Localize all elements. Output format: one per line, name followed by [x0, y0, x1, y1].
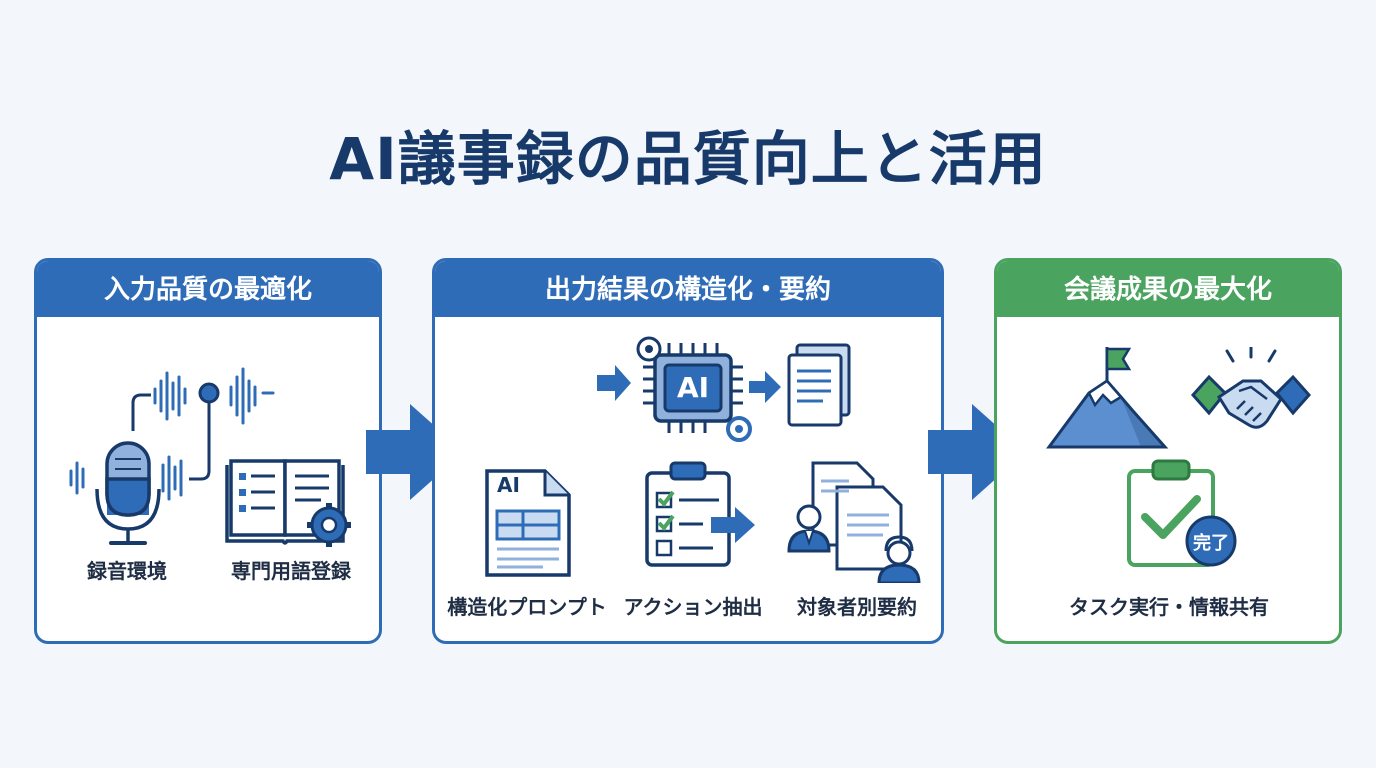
glossary-book-gear-icon: [225, 459, 351, 547]
arrow-right-icon: [928, 404, 1026, 500]
complete-badge: 完了: [1193, 533, 1229, 554]
ai-document-template-icon: [485, 469, 571, 577]
task-complete-clipboard-icon: [1127, 459, 1237, 567]
item-label: 録音環境: [87, 559, 167, 583]
item-label: 専門用語登録: [231, 559, 351, 583]
item-label: アクション抽出: [623, 595, 763, 619]
arrow-right-icon: [366, 404, 464, 500]
item-label: 構造化プロンプト: [447, 595, 607, 619]
ai-chip-label: AI: [676, 371, 710, 404]
item-label: タスク実行・情報共有: [1069, 595, 1269, 619]
panel-heading: 出力結果の構造化・要約: [435, 261, 941, 317]
panel-heading: 入力品質の最適化: [37, 261, 379, 317]
checklist-clipboard-icon: [645, 461, 755, 567]
panel-meeting-outcomes: 会議成果の最大化 完了 タスク実行・情報共有: [994, 258, 1342, 644]
item-label: 対象者別要約: [797, 595, 917, 619]
mountain-flag-icon: [1046, 347, 1169, 449]
page-title: AI議事録の品質向上と活用: [329, 125, 1047, 193]
audience-documents-icon: [787, 461, 921, 583]
handshake-icon: [1190, 347, 1312, 429]
panel-input-quality: 入力品質の最適化 録音環境: [34, 258, 382, 644]
ai-document-text: AI: [497, 473, 520, 497]
panel-output-structuring: 出力結果の構造化・要約 AI: [432, 258, 944, 644]
microphone-waveform-icon: [69, 367, 275, 545]
panel-heading: 会議成果の最大化: [997, 261, 1339, 317]
ai-processing-flow-icon: [597, 336, 851, 442]
